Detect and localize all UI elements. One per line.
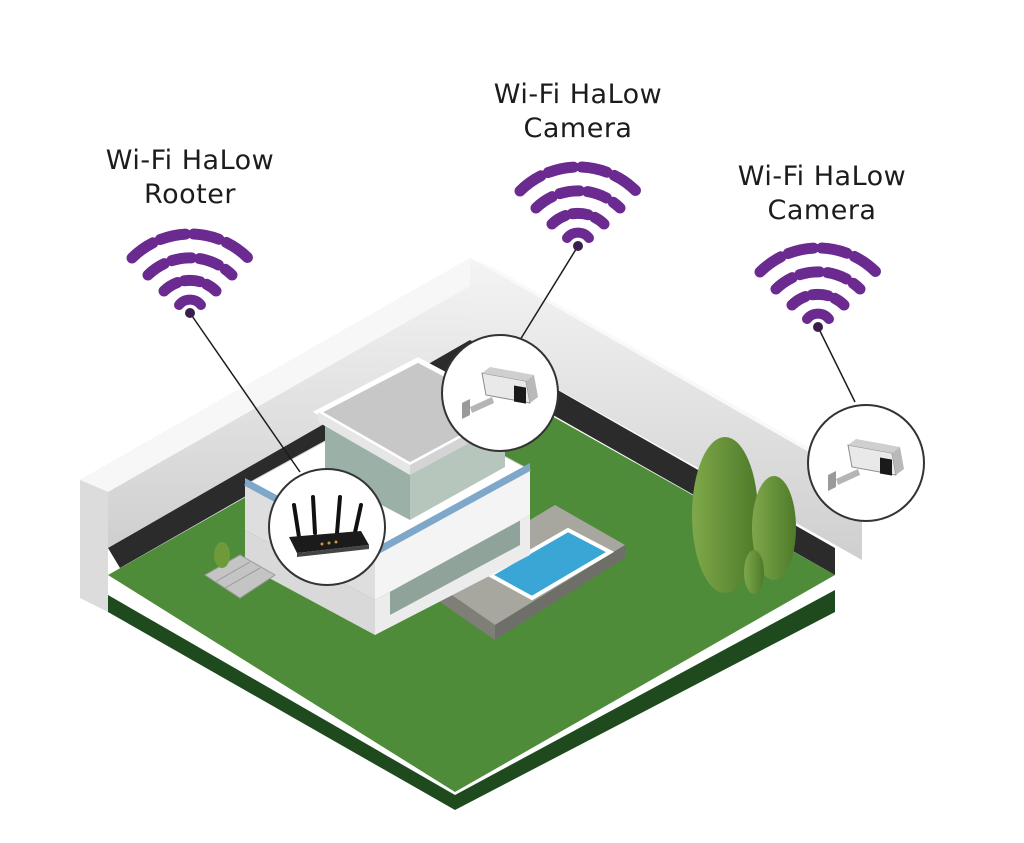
wall-front-edge-left bbox=[80, 480, 108, 612]
security-camera-icon bbox=[807, 404, 925, 522]
wall-right-top bbox=[470, 258, 862, 478]
router-label-line2: Rooter bbox=[144, 179, 236, 210]
camera-right-label-line1: Wi-Fi HaLow bbox=[737, 161, 907, 192]
house-trim-front bbox=[375, 463, 530, 556]
wifi-signal-icon bbox=[754, 242, 882, 332]
camera-center-label-line2: Camera bbox=[523, 113, 633, 144]
pool-area bbox=[430, 505, 625, 640]
camera-right-label-line2: Camera bbox=[767, 195, 877, 226]
wifi-signal-icon bbox=[514, 161, 642, 251]
tree-medium bbox=[752, 476, 796, 580]
wall-left-top bbox=[80, 258, 498, 492]
camera-right-connector bbox=[817, 326, 856, 403]
trees bbox=[692, 437, 796, 594]
camera-center-label-line1: Wi-Fi HaLow bbox=[493, 79, 663, 110]
router-icon bbox=[268, 468, 386, 586]
router-connector bbox=[189, 312, 301, 473]
wifi-signal-icon bbox=[126, 228, 254, 318]
router-label: Wi-Fi HaLow Rooter bbox=[60, 144, 320, 212]
camera-right-label: Wi-Fi HaLow Camera bbox=[692, 160, 952, 228]
pool-water bbox=[485, 527, 615, 601]
house-upper-left bbox=[325, 420, 410, 520]
router-label-line1: Wi-Fi HaLow bbox=[105, 145, 275, 176]
tree-small bbox=[744, 550, 764, 594]
house-body-front bbox=[375, 470, 530, 600]
step-line bbox=[214, 561, 251, 583]
camera-center-connector bbox=[519, 245, 579, 341]
house-ground-windows bbox=[390, 515, 520, 615]
connector-lines bbox=[189, 245, 856, 473]
pool-deck-side-right bbox=[495, 545, 625, 640]
tree-large bbox=[692, 437, 758, 593]
security-camera-icon bbox=[441, 334, 559, 452]
shrub bbox=[214, 542, 230, 568]
step-line bbox=[224, 567, 261, 589]
house-roof-edge bbox=[318, 412, 410, 475]
camera-center-label: Wi-Fi HaLow Camera bbox=[448, 78, 708, 146]
